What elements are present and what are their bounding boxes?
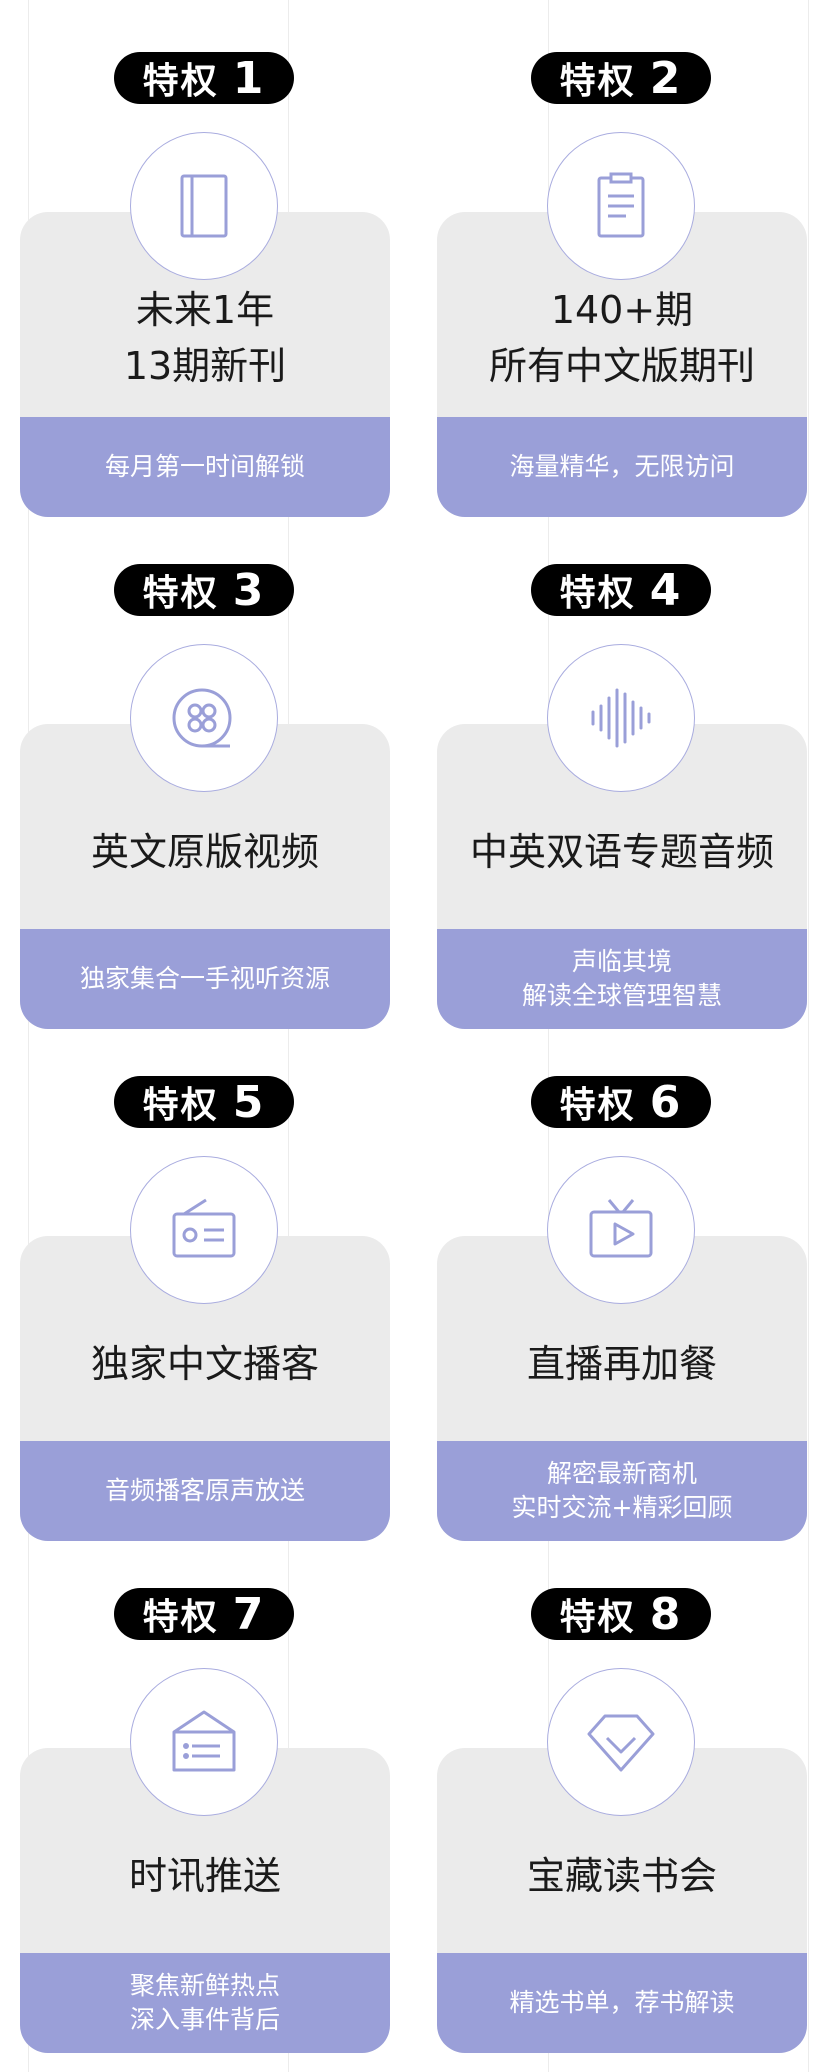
privilege-description: 声临其境 解读全球管理智慧	[437, 929, 807, 1029]
background-line	[808, 0, 809, 2072]
diamond-icon	[547, 1668, 695, 1816]
privilege-description: 每月第一时间解锁	[20, 417, 390, 517]
privilege-description: 精选书单，荐书解读	[437, 1953, 807, 2053]
film-reel-icon	[130, 644, 278, 792]
privilege-title: 宝藏读书会	[526, 1854, 717, 1898]
privilege-description: 解密最新商机 实时交流+精彩回顾	[437, 1441, 807, 1541]
privilege-title: 时讯推送	[128, 1854, 281, 1898]
privilege-description: 聚焦新鲜热点 深入事件背后	[20, 1953, 390, 2053]
background-line	[288, 0, 289, 2072]
privilege-panel: 140+期 所有中文版期刊 海量精华，无限访问	[437, 212, 807, 517]
privilege-title: 英文原版视频	[90, 830, 319, 874]
privilege-panel: 中英双语专题音频 声临其境 解读全球管理智慧	[437, 724, 807, 1029]
privilege-title: 未来1年 13期新刊	[123, 288, 287, 388]
notebook-icon	[130, 132, 278, 280]
privilege-description: 独家集合一手视听资源	[20, 929, 390, 1029]
privilege-title: 直播再加餐	[526, 1342, 717, 1386]
mail-icon	[130, 1668, 278, 1816]
privilege-title: 独家中文播客	[90, 1342, 319, 1386]
privilege-description: 音频播客原声放送	[20, 1441, 390, 1541]
tv-play-icon	[547, 1156, 695, 1304]
privilege-title: 中英双语专题音频	[469, 830, 774, 874]
soundwave-icon	[547, 644, 695, 792]
privilege-title: 140+期 所有中文版期刊	[488, 288, 755, 388]
background-line	[28, 0, 29, 2072]
document-icon	[547, 132, 695, 280]
radio-icon	[130, 1156, 278, 1304]
privilege-panel: 宝藏读书会 精选书单，荐书解读	[437, 1748, 807, 2053]
privilege-description: 海量精华，无限访问	[437, 417, 807, 517]
background-line	[548, 0, 549, 2072]
